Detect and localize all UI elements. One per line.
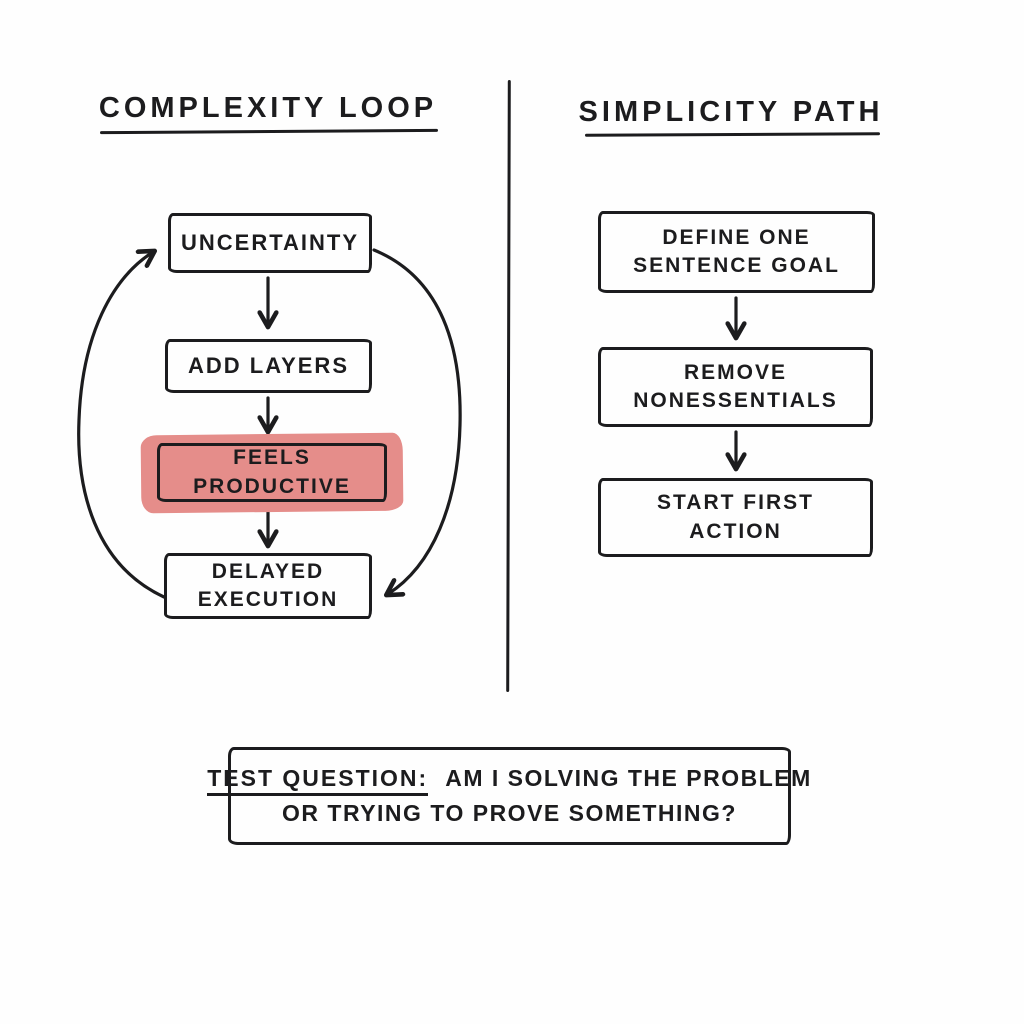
- left-panel-title: COMPLEXITY LOOP: [98, 92, 438, 124]
- node-uncertainty: UNCERTAINTY: [168, 213, 372, 273]
- left-title-underline: [99, 128, 439, 135]
- test-question-line2: OR TRYING TO PROVE SOMETHING?: [282, 800, 737, 826]
- node-remove-nonessentials: REMOVE NONESSENTIALS: [598, 347, 873, 427]
- test-question-label: TEST QUESTION:: [207, 765, 429, 796]
- right-title-underline: [584, 132, 881, 137]
- right-panel-title: SIMPLICITY PATH: [578, 96, 884, 128]
- test-question-line1: TEST QUESTION: AM I SOLVING THE PROBLEM: [207, 765, 812, 796]
- loop-arrow-left-delayed-to-uncertainty: [77, 252, 166, 599]
- column-divider-line: [506, 79, 511, 693]
- loop-arrow-right-uncertainty-to-delayed: [372, 248, 462, 594]
- node-add-layers: ADD LAYERS: [165, 339, 372, 393]
- node-define-one-sentence-goal: DEFINE ONE SENTENCE GOAL: [598, 211, 875, 293]
- node-feels-productive: FEELS PRODUCTIVE: [157, 443, 387, 502]
- test-question-text-part1: AM I SOLVING THE PROBLEM: [445, 765, 812, 791]
- test-question-box: TEST QUESTION: AM I SOLVING THE PROBLEM …: [207, 747, 810, 845]
- node-start-first-action: START FIRST ACTION: [598, 478, 873, 557]
- node-delayed-execution: DELAYED EXECUTION: [164, 553, 372, 619]
